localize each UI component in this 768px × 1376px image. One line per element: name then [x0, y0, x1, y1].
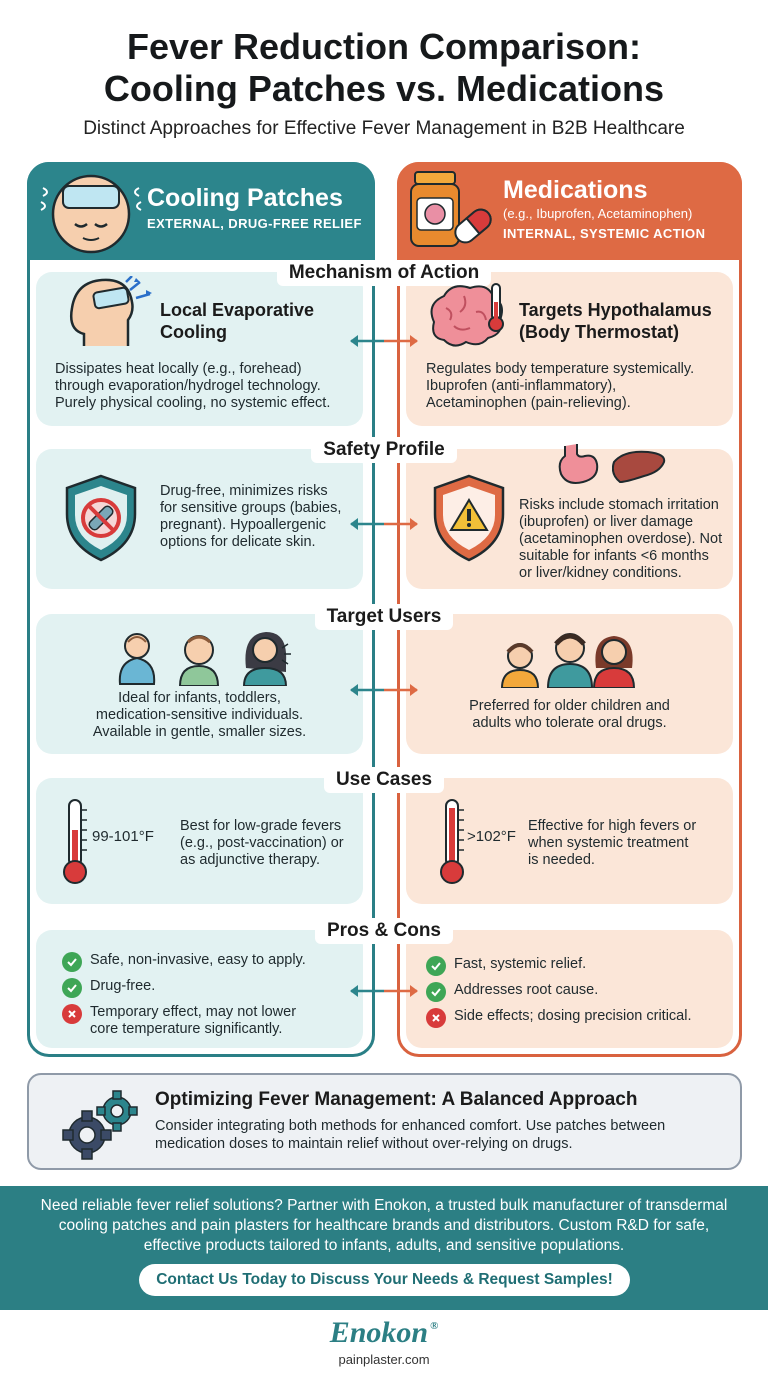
safety-patch-text: Drug-free, minimizes risks for sensitive… [160, 483, 342, 550]
usecases-patch-panel [36, 778, 363, 904]
check-icon [62, 952, 82, 972]
no-drug-shield-icon [65, 474, 137, 562]
compare-arrow-icon [350, 518, 418, 530]
medicine-bottle-icon [410, 171, 492, 247]
medications-examples: (e.g., Ibuprofen, Acetaminophen) [503, 206, 693, 221]
usecases-heading: Use Cases [0, 767, 768, 793]
check-icon [426, 956, 446, 976]
brain-thermometer-icon [430, 283, 504, 347]
mechanism-patch-title: Local Evaporative Cooling [160, 300, 315, 342]
x-icon [426, 1008, 446, 1028]
check-icon [426, 982, 446, 1002]
medications-title: Medications [503, 176, 648, 204]
cooling-patches-title: Cooling Patches [147, 184, 343, 212]
usecases-medication-temp: >102°F [467, 828, 516, 845]
medication-con-item: Side effects; dosing precision critical. [426, 1008, 692, 1028]
compare-arrow-icon [350, 684, 418, 696]
medication-pro-item: Addresses root cause. [426, 982, 598, 1002]
page-subtitle: Distinct Approaches for Effective Fever … [83, 118, 685, 139]
medication-pro-item: Fast, systemic relief. [426, 956, 586, 976]
users-patch-text: Ideal for infants, toddlers, medication-… [92, 690, 307, 740]
patch-pro-item: Safe, non-invasive, easy to apply. [62, 952, 306, 972]
contact-us-button[interactable]: Contact Us Today to Discuss Your Needs &… [139, 1264, 630, 1296]
medications-tagline: INTERNAL, SYSTEMIC ACTION [503, 226, 706, 241]
brand-website[interactable]: painplaster.com [338, 1352, 430, 1367]
sensitive-adult-icon [242, 632, 291, 686]
warning-shield-icon [433, 474, 505, 562]
users-medication-text: Preferred for older children and adults … [469, 698, 670, 731]
liver-icon [612, 450, 666, 484]
safety-heading: Safety Profile [0, 437, 768, 463]
safety-medication-text: Risks include stomach irritation (ibupro… [519, 497, 723, 581]
proscons-heading: Pros & Cons [0, 918, 768, 944]
usecases-medication-panel [406, 778, 733, 904]
mechanism-patch-text: Dissipates heat locally (e.g., forehead)… [55, 361, 331, 411]
gears-icon [62, 1090, 138, 1160]
patch-con-item: Temporary effect, may not lower core tem… [62, 1004, 296, 1038]
balanced-approach-box: Optimizing Fever Management: A Balanced … [27, 1073, 742, 1170]
head-profile-icon [70, 276, 152, 346]
head-with-patch-icon [40, 174, 142, 254]
family-icon [500, 633, 636, 688]
page-title: Fever Reduction Comparison: Cooling Patc… [103, 26, 665, 109]
usecases-patch-text: Best for low-grade fevers (e.g., post-va… [180, 818, 344, 868]
balanced-approach-text: Consider integrating both methods for en… [155, 1118, 666, 1152]
manufacturer-banner: Need reliable fever relief solutions? Pa… [0, 1186, 768, 1310]
cooling-patches-tagline: EXTERNAL, DRUG-FREE RELIEF [147, 216, 362, 231]
infant-icon [118, 633, 156, 685]
cooling-patches-header: Cooling Patches EXTERNAL, DRUG-FREE RELI… [27, 162, 375, 260]
usecases-medication-text: Effective for high fevers or when system… [528, 818, 697, 868]
balanced-approach-title: Optimizing Fever Management: A Balanced … [155, 1089, 638, 1110]
proscons-patch-panel [36, 930, 363, 1048]
medications-header: Medications (e.g., Ibuprofen, Acetaminop… [397, 162, 742, 260]
compare-arrow-icon [350, 985, 418, 997]
check-icon [62, 978, 82, 998]
stomach-icon [558, 444, 599, 484]
proscons-medication-panel [406, 930, 733, 1048]
thermometer-low-icon [63, 799, 87, 884]
users-heading: Target Users [0, 604, 768, 630]
brand-logo: Enokon® [329, 1316, 439, 1349]
toddler-icon [178, 635, 220, 686]
x-icon [62, 1004, 82, 1024]
banner-text: Need reliable fever relief solutions? Pa… [40, 1197, 728, 1254]
mechanism-heading: Mechanism of Action [0, 260, 768, 286]
mechanism-medication-title: Targets Hypothalamus (Body Thermostat) [519, 300, 712, 342]
patch-pro-item: Drug-free. [62, 978, 155, 998]
mechanism-medication-text: Regulates body temperature systemically.… [426, 361, 695, 411]
usecases-patch-temp: 99-101°F [92, 828, 154, 845]
compare-arrow-icon [350, 335, 418, 347]
thermometer-high-icon [440, 799, 464, 884]
